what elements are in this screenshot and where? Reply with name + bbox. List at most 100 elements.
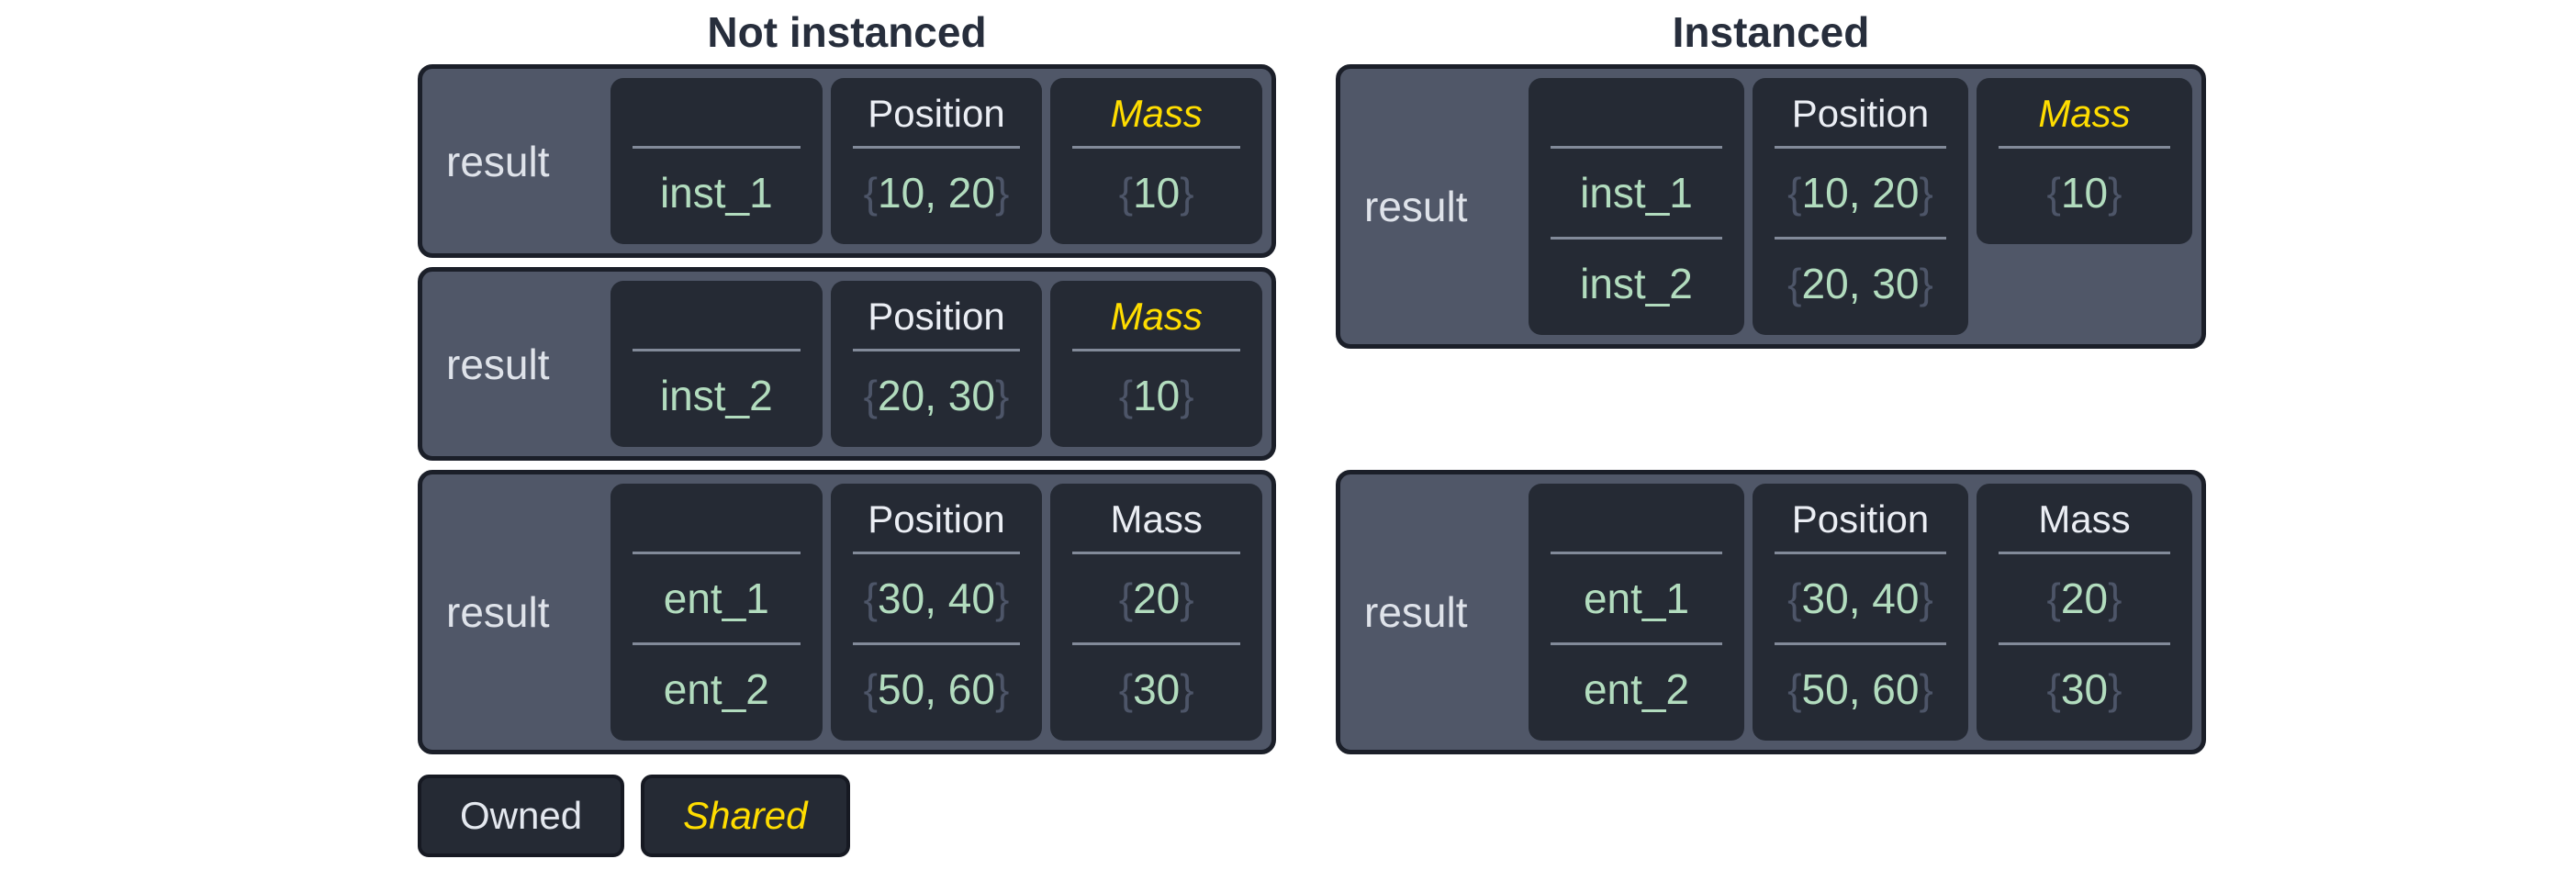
- mass-value: {30}: [1050, 645, 1262, 733]
- close-brace: }: [1919, 169, 1933, 217]
- position-column: Position {30, 40} {50, 60}: [830, 484, 1043, 741]
- divider: [1072, 146, 1240, 149]
- position-header: Position: [868, 92, 1005, 135]
- divider: [852, 642, 1021, 645]
- section-title: Not instanced: [707, 8, 987, 56]
- value-numbers: 50, 60: [1801, 665, 1920, 713]
- close-brace: }: [1180, 169, 1194, 217]
- close-brace: }: [1180, 665, 1194, 713]
- value-numbers: 30: [2060, 665, 2109, 713]
- position-column: Position {10, 20} {20, 30}: [1753, 78, 1968, 335]
- close-brace: }: [1919, 665, 1933, 713]
- position-value: {50, 60}: [1753, 645, 1968, 733]
- value-numbers: 20, 30: [878, 372, 995, 419]
- mass-value: {20}: [1050, 554, 1262, 642]
- divider: [1999, 146, 2170, 149]
- close-brace: }: [1919, 260, 1933, 307]
- result-label: result: [446, 340, 550, 388]
- entity-column: inst_1 inst_2: [1529, 78, 1744, 335]
- divider: [1775, 146, 1946, 149]
- close-brace: }: [994, 665, 1010, 713]
- close-brace: }: [2108, 169, 2122, 217]
- value-numbers: 20, 30: [1801, 260, 1920, 307]
- entity-column: ent_1 ent_2: [610, 484, 823, 741]
- close-brace: }: [994, 372, 1010, 419]
- mass-header: Mass: [1110, 295, 1203, 338]
- divider: [1551, 146, 1722, 149]
- legend-owned-chip: Owned: [418, 775, 625, 857]
- position-column: Position {10, 20}: [830, 78, 1043, 244]
- divider: [1999, 642, 2170, 645]
- close-brace: }: [2108, 574, 2122, 622]
- divider: [633, 642, 801, 645]
- result-box: result ent_1 ent_2 Position {30, 40} {50…: [1336, 470, 2206, 754]
- position-header: Position: [868, 497, 1005, 541]
- close-brace: }: [994, 574, 1010, 622]
- not-instanced-section: Not instanced result inst_1 Position {10…: [418, 0, 1276, 857]
- position-value: {30, 40}: [1753, 554, 1968, 642]
- entity-name: inst_2: [659, 372, 773, 419]
- position-header: Position: [868, 295, 1005, 338]
- mass-column: Mass {10}: [1050, 78, 1262, 244]
- open-brace: {: [863, 574, 879, 622]
- open-brace: {: [1118, 372, 1134, 419]
- divider: [1072, 349, 1240, 351]
- entity-column: inst_1: [610, 78, 823, 244]
- value-numbers: 10, 20: [878, 169, 995, 217]
- value-numbers: 10: [1133, 372, 1181, 419]
- value-numbers: 10, 20: [1801, 169, 1920, 217]
- legend: Owned Shared: [418, 775, 1276, 857]
- value-numbers: 20: [1133, 574, 1181, 622]
- result-box: result inst_1 Position {10, 20} Mass {10…: [418, 64, 1276, 258]
- entity-column: ent_1 ent_2: [1529, 484, 1744, 741]
- divider: [1775, 552, 1946, 554]
- open-brace: {: [1787, 169, 1802, 217]
- position-value: {30, 40}: [831, 554, 1043, 642]
- divider: [1072, 642, 1240, 645]
- position-header: Position: [1791, 497, 1930, 541]
- value-numbers: 10: [2060, 169, 2109, 217]
- divider: [1551, 642, 1722, 645]
- position-value: {20, 30}: [1753, 240, 1968, 328]
- instanced-section: Instanced result inst_1 inst_2 Position …: [1336, 0, 2206, 764]
- open-brace: {: [863, 372, 879, 419]
- entity-name: inst_1: [659, 169, 773, 217]
- mass-header: Mass: [2038, 497, 2131, 541]
- entity-name: ent_2: [663, 665, 769, 713]
- mass-value: {30}: [1977, 645, 2192, 733]
- open-brace: {: [1118, 665, 1134, 713]
- mass-value: {10}: [1050, 149, 1262, 237]
- position-column: Position {30, 40} {50, 60}: [1753, 484, 1968, 741]
- position-value: {20, 30}: [831, 351, 1043, 440]
- mass-header: Mass: [2038, 92, 2131, 135]
- divider: [633, 146, 801, 149]
- value-numbers: 50, 60: [878, 665, 995, 713]
- entity-name: ent_1: [1583, 574, 1690, 622]
- value-numbers: 30, 40: [1801, 574, 1920, 622]
- position-value: {10, 20}: [1753, 149, 1968, 237]
- divider: [1072, 552, 1240, 554]
- entity-name: ent_1: [663, 574, 769, 622]
- mass-column: Mass {10}: [1050, 281, 1262, 447]
- divider: [1775, 237, 1946, 240]
- divider: [633, 349, 801, 351]
- open-brace: {: [1118, 169, 1134, 217]
- entity-column-header: [610, 284, 823, 349]
- value-numbers: 10: [1133, 169, 1181, 217]
- divider: [1551, 237, 1722, 240]
- entity-column: inst_2: [610, 281, 823, 447]
- entity-column-header: [610, 82, 823, 146]
- result-label: result: [1364, 183, 1468, 230]
- open-brace: {: [863, 169, 879, 217]
- entity-column-header: [610, 487, 823, 552]
- section-title: Instanced: [1672, 8, 1870, 56]
- position-value: {50, 60}: [831, 645, 1043, 733]
- divider: [852, 146, 1021, 149]
- close-brace: }: [1180, 574, 1194, 622]
- entity-name: inst_2: [1580, 260, 1693, 307]
- open-brace: {: [863, 665, 879, 713]
- mass-value: {10}: [1977, 149, 2192, 237]
- open-brace: {: [1787, 260, 1802, 307]
- divider: [633, 552, 801, 554]
- open-brace: {: [2046, 665, 2061, 713]
